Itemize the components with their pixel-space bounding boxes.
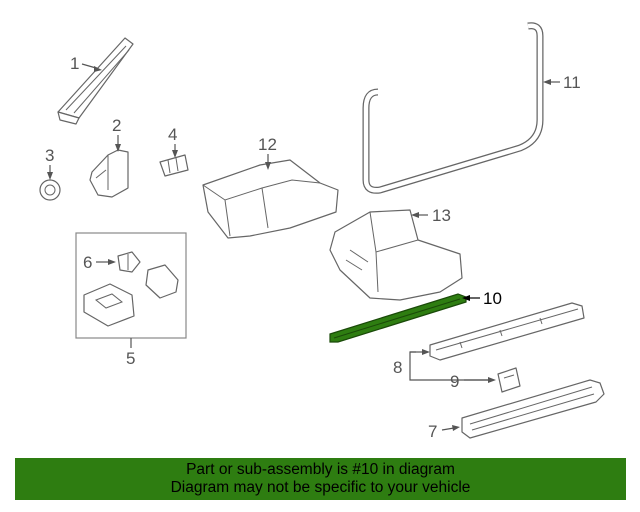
- arrow-4: [172, 150, 178, 158]
- callout-1: 1: [70, 54, 79, 73]
- callout-6: 6: [83, 253, 92, 272]
- notice-line-1: Part or sub-assembly is #10 in diagram: [186, 461, 455, 478]
- callout-10: 10: [483, 289, 502, 308]
- arrow-10: [462, 295, 470, 301]
- arrow-6: [108, 259, 116, 265]
- leader-7: [441, 427, 455, 431]
- arrow-9: [488, 377, 496, 383]
- part-10-scuff-plate[interactable]: [329, 293, 467, 343]
- arrow-13: [411, 212, 419, 218]
- arrow-2: [115, 144, 121, 152]
- callout-11: 11: [563, 73, 581, 92]
- leader-1: [81, 63, 97, 69]
- part-5-lamp-socket[interactable]: [83, 264, 179, 327]
- part-13-footwell-tray[interactable]: [329, 209, 463, 301]
- part-1-pillar-trim[interactable]: [57, 37, 134, 125]
- part-12-console[interactable]: [202, 159, 339, 239]
- part-2-bracket[interactable]: [89, 149, 129, 198]
- part-4-clip[interactable]: [159, 154, 189, 177]
- arrow-3: [47, 172, 53, 180]
- callout-2: 2: [112, 116, 121, 135]
- callout-9: 9: [450, 372, 459, 391]
- arrow-11: [543, 79, 551, 85]
- callout-13: 13: [432, 206, 451, 225]
- callout-12: 12: [258, 135, 277, 154]
- callout-7: 7: [428, 422, 437, 441]
- part-9-bracket[interactable]: [497, 367, 521, 393]
- callout-8: 8: [393, 358, 402, 377]
- part-3-clip[interactable]: [39, 179, 61, 201]
- part-7-running-board[interactable]: [461, 379, 605, 439]
- callout-5: 5: [126, 349, 135, 368]
- arrow-7: [452, 425, 460, 431]
- part-11-weatherstrip[interactable]: [362, 22, 544, 194]
- diagram-notice-banner: Part or sub-assembly is #10 in diagram D…: [15, 458, 626, 500]
- notice-line-2: Diagram may not be specific to your vehi…: [170, 479, 471, 496]
- callout-4: 4: [168, 125, 177, 144]
- part-8-rocker-molding[interactable]: [429, 302, 585, 361]
- arrow-12: [265, 162, 271, 170]
- arrow-1: [94, 66, 102, 72]
- callout-3: 3: [45, 146, 54, 165]
- arrow-8: [422, 349, 430, 355]
- part-6-bulb[interactable]: [117, 251, 141, 273]
